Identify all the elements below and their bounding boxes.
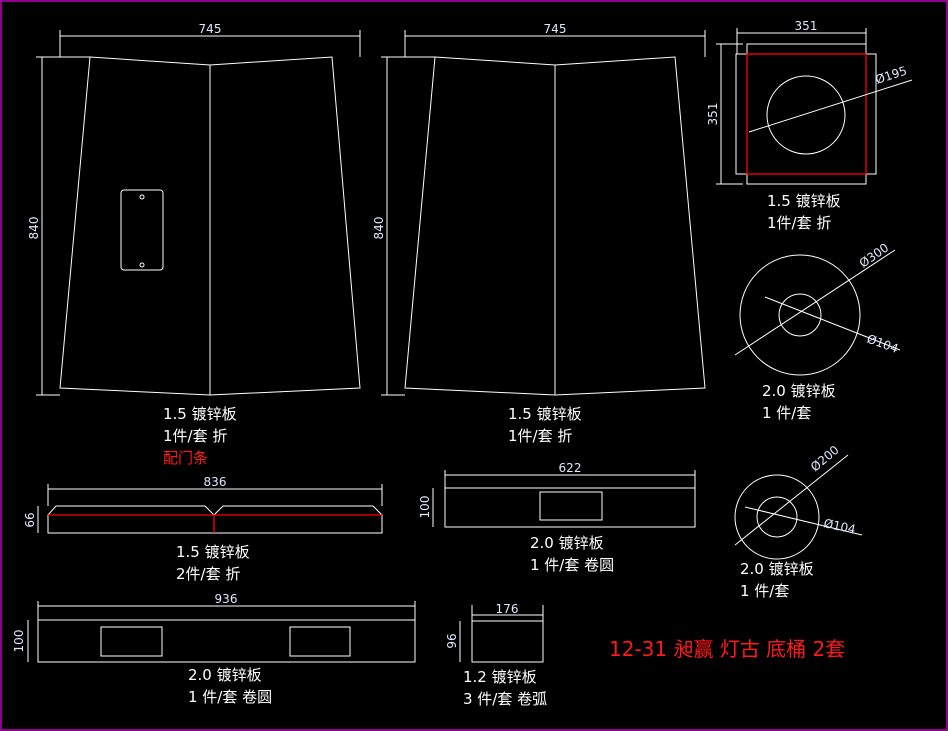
- part-qty: 2件/套 折: [176, 565, 240, 583]
- part-label: 2.0 镀锌板: [188, 666, 262, 684]
- dim-width: 936: [215, 592, 238, 606]
- part-qty: 1 件/套: [740, 582, 789, 600]
- dim-height: 840: [372, 217, 386, 240]
- dim-height: 351: [706, 103, 720, 126]
- ring-200: Ø200 Ø104 2.0 镀锌板 1 件/套: [734, 443, 863, 600]
- part-qty: 1件/套 折: [508, 427, 572, 445]
- dim-width: 176: [496, 602, 519, 616]
- dim-height: 100: [418, 496, 432, 519]
- dim-outer: Ø300: [857, 240, 892, 270]
- part-label: 1.5 镀锌板: [767, 192, 841, 210]
- dim-width: 351: [795, 19, 818, 33]
- dim-outer: Ø200: [808, 443, 842, 475]
- part-qty: 1件/套 折: [163, 427, 227, 445]
- drawing-title: 12-31 昶赢 灯古 底桶 2套: [609, 637, 845, 661]
- dim-width: 836: [204, 475, 227, 489]
- part-label: 1.5 镀锌板: [176, 543, 250, 561]
- part-note: 配门条: [163, 449, 208, 467]
- part-label: 1.5 镀锌板: [163, 405, 237, 423]
- ring-300: Ø300 Ø104 2.0 镀锌板 1 件/套: [734, 240, 901, 422]
- part-qty: 1件/套 折: [767, 214, 831, 232]
- strip-176: 176 96 1.2 镀锌板 3 件/套 卷弧: [445, 602, 547, 708]
- part-label: 2.0 镀锌板: [762, 382, 836, 400]
- part-qty: 1 件/套 卷圆: [530, 556, 614, 574]
- part-qty: 1 件/套: [762, 404, 811, 422]
- panel-left: 745 840 1.5 镀锌板 1件/套 折 配门条: [27, 22, 361, 467]
- part-label: 1.5 镀锌板: [508, 405, 582, 423]
- square-plate: 351 351 Ø195 1.5 镀锌板 1件/套 折: [706, 19, 913, 232]
- dim-width: 622: [559, 461, 582, 475]
- strip-836: 836 66 1.5 镀锌板 2件/套 折: [23, 475, 383, 583]
- strip-622: 622 100 2.0 镀锌板 1 件/套 卷圆: [418, 461, 696, 574]
- dim-width: 745: [544, 22, 567, 36]
- part-qty: 1 件/套 卷圆: [188, 688, 272, 706]
- strip-936: 936 100 2.0 镀锌板 1 件/套 卷圆: [12, 592, 416, 706]
- dim-height: 96: [445, 633, 459, 648]
- dim-height: 66: [23, 512, 37, 527]
- part-label: 2.0 镀锌板: [530, 534, 604, 552]
- dim-width: 745: [199, 22, 222, 36]
- part-label: 2.0 镀锌板: [740, 560, 814, 578]
- dim-height: 100: [12, 630, 26, 653]
- dim-height: 840: [27, 217, 41, 240]
- part-label: 1.2 镀锌板: [463, 668, 537, 686]
- dim-inner: Ø104: [822, 516, 857, 536]
- dim-diameter: Ø195: [874, 64, 909, 87]
- panel-right: 745 840 1.5 镀锌板 1件/套 折: [372, 22, 706, 445]
- dim-inner: Ø104: [865, 332, 900, 356]
- part-qty: 3 件/套 卷弧: [463, 690, 547, 708]
